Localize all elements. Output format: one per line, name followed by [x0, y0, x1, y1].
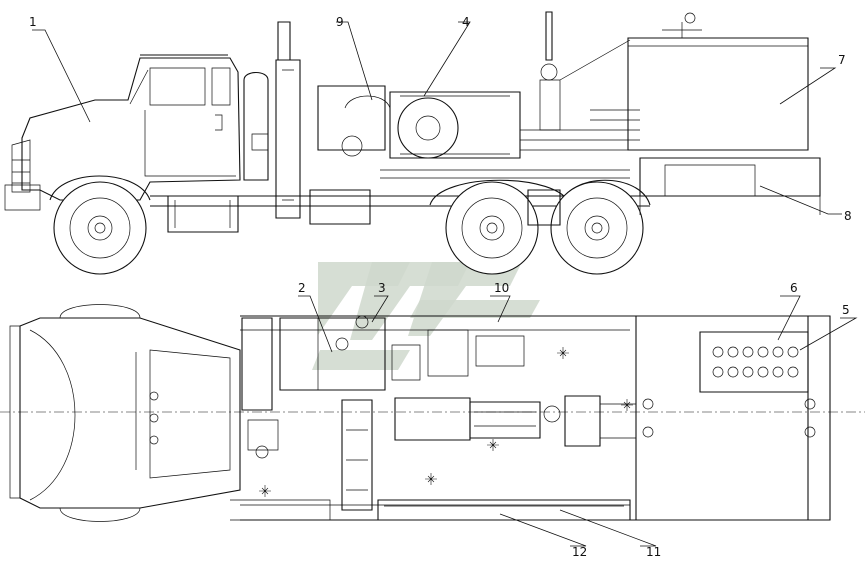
grating-marks [259, 347, 633, 497]
callout-3: 3 [378, 281, 386, 295]
callout-4: 4 [462, 15, 470, 29]
callout-12: 12 [572, 545, 587, 559]
callout-9: 9 [336, 15, 344, 29]
leader-lines [32, 21, 858, 547]
watermark-logo [312, 262, 540, 370]
callout-6: 6 [790, 281, 798, 295]
callout-2: 2 [298, 281, 306, 295]
callout-1: 1 [29, 15, 37, 29]
callout-8: 8 [844, 209, 852, 223]
callout-10: 10 [494, 281, 509, 295]
callout-7: 7 [838, 53, 846, 67]
side-view [4, 11, 821, 275]
callout-5: 5 [842, 303, 850, 317]
callout-11: 11 [646, 545, 661, 559]
callouts: 1 2 3 4 5 6 7 8 9 10 11 12 [29, 15, 852, 559]
top-view [0, 304, 865, 522]
tank-valves [712, 346, 799, 378]
